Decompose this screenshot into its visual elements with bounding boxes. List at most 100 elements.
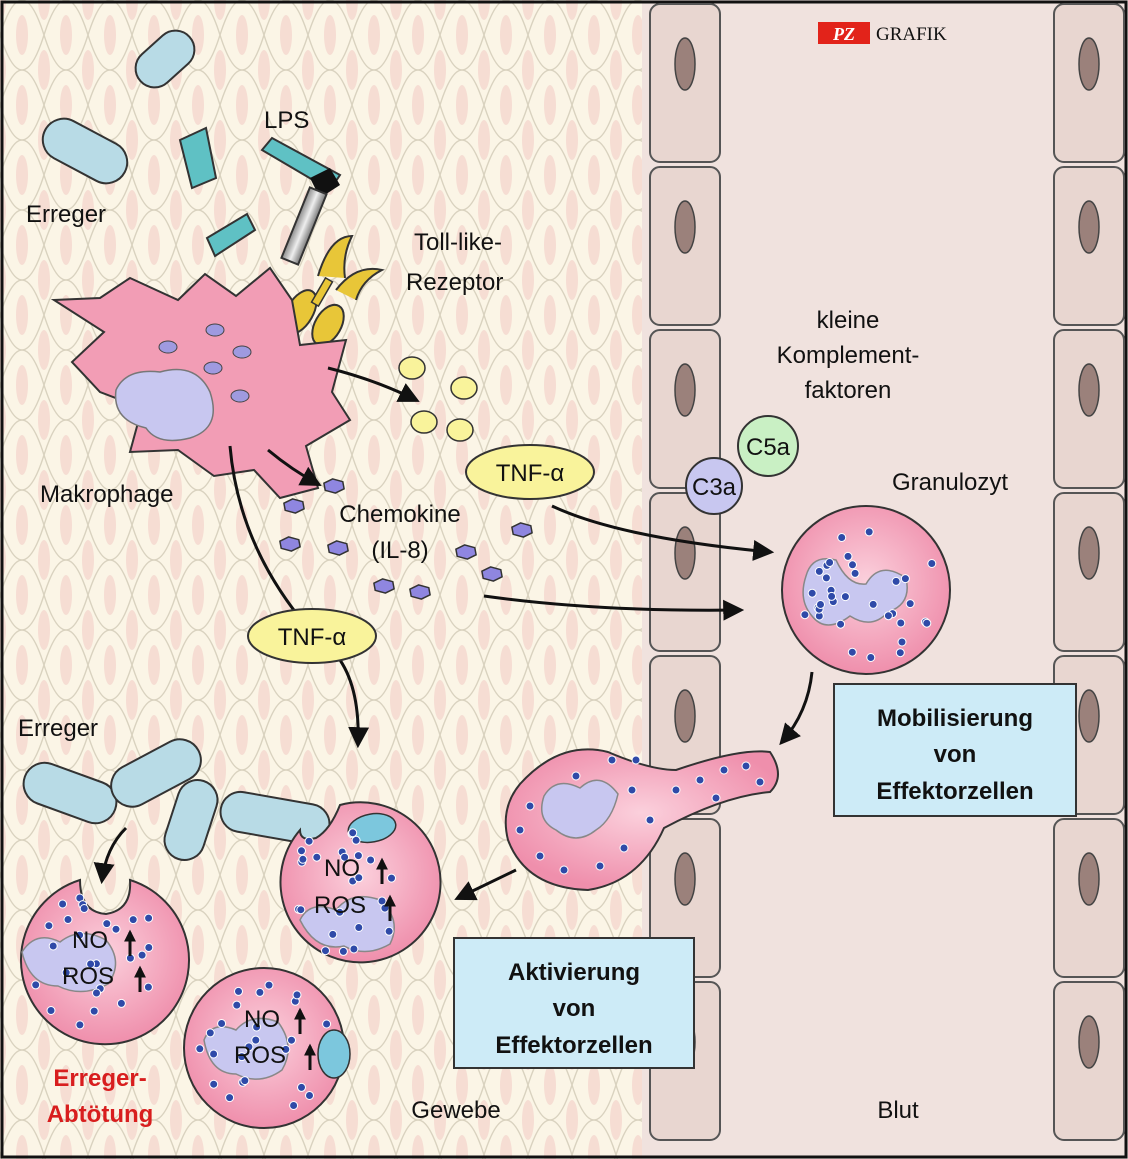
svg-text:von: von — [934, 741, 977, 768]
granule-dot — [711, 793, 721, 803]
granule-dot — [251, 1035, 261, 1045]
arrow-to-chemokine — [267, 448, 322, 486]
complement-c3a: C3a — [685, 457, 743, 515]
granule-dot — [631, 755, 641, 765]
granule-dot — [719, 765, 729, 775]
granule-dot — [559, 865, 569, 875]
granule-dot — [883, 611, 893, 621]
granule-dot — [46, 1006, 56, 1015]
granule-dot — [232, 1000, 242, 1010]
granule-dot — [340, 852, 350, 862]
svg-text:Effektorzellen: Effektorzellen — [495, 1032, 652, 1059]
granule-dot — [800, 610, 810, 620]
granule-dot — [264, 980, 274, 990]
granule-dot — [321, 946, 330, 956]
granule-dot — [354, 923, 364, 932]
granule-dot — [296, 905, 306, 915]
granule-dot — [298, 854, 308, 864]
granule-dot — [868, 599, 878, 609]
granule-dot — [825, 558, 835, 567]
arrow-chemokine-to-granulocyte — [483, 594, 745, 621]
granule-dot — [128, 915, 138, 925]
granule-dot — [240, 1076, 250, 1086]
granule-dot — [58, 899, 68, 909]
granule-dot — [525, 801, 535, 811]
granule-dot — [348, 828, 358, 838]
endothelial-nucleus — [674, 852, 696, 906]
svg-text:ROS: ROS — [314, 892, 366, 919]
granule-dot — [387, 873, 396, 883]
granule-dot — [741, 761, 751, 771]
svg-text:TNF-α: TNF-α — [496, 460, 565, 487]
granule-dot — [92, 988, 101, 998]
granule-dot — [195, 1044, 205, 1054]
granule-dot — [289, 1101, 299, 1110]
granule-dot — [144, 913, 154, 923]
granule-dot — [922, 618, 932, 628]
svg-text:Effektorzellen: Effektorzellen — [876, 778, 1033, 805]
activation-box: Aktivierung von Effektorzellen — [453, 937, 695, 1069]
granule-dot — [807, 588, 817, 598]
granule-dot — [895, 648, 905, 658]
svg-text:Aktivierung: Aktivierung — [508, 959, 640, 986]
granule-dot — [89, 1006, 99, 1016]
granule-dot — [571, 771, 581, 781]
granule-dot — [137, 950, 147, 960]
granule-dot — [281, 1044, 291, 1054]
granule-dot — [335, 907, 345, 917]
arrow-tnf-to-killer — [338, 659, 370, 749]
migrating-granules — [515, 755, 765, 875]
granule-dot — [380, 903, 390, 913]
granule-dot — [847, 647, 857, 657]
svg-text:NO: NO — [72, 927, 108, 954]
label-komplement-line3: faktoren — [805, 377, 892, 404]
granule-dot — [75, 1020, 85, 1030]
granule-dot — [816, 600, 825, 609]
granule-dot — [48, 941, 58, 951]
mobilization-box: Mobilisierung von Effektorzellen — [833, 683, 1077, 817]
endothelial-nucleus — [1078, 363, 1100, 417]
granule-dot — [595, 861, 605, 871]
granule-dot — [535, 851, 545, 861]
granule-dot — [287, 1035, 296, 1045]
granule-dot — [866, 653, 876, 662]
granule-dot — [755, 777, 765, 787]
endothelial-nucleus — [674, 526, 696, 580]
chemokine-hexagon — [481, 566, 503, 582]
granule-dot — [312, 852, 322, 862]
svg-text:NO: NO — [244, 1006, 280, 1033]
chemokine-hexagon — [279, 536, 301, 552]
migrating-granulocyte — [504, 748, 779, 892]
chemokine-hexagon — [283, 498, 305, 514]
tnf-label-upper: TNF-α — [465, 444, 595, 500]
granule-dot — [305, 1091, 314, 1100]
granule-dot — [695, 775, 705, 785]
granule-dot — [234, 986, 243, 996]
endothelial-nucleus — [1078, 37, 1100, 91]
granule-dot — [671, 785, 681, 795]
granule-dot — [31, 980, 41, 990]
label-tlr-line2: Rezeptor — [406, 269, 503, 296]
chemokine-hexagon — [373, 578, 395, 594]
granule-dot — [905, 599, 915, 609]
chemokine-hexagon — [511, 522, 533, 538]
pathogen-group-bottom — [22, 738, 331, 861]
lps-molecule — [260, 136, 342, 266]
svg-text:Mobilisierung: Mobilisierung — [877, 705, 1033, 732]
granule-dot — [252, 1022, 262, 1032]
granule-dot — [836, 619, 846, 629]
label-blut: Blut — [877, 1097, 919, 1124]
label-lps: LPS — [264, 107, 309, 134]
granule-dot — [349, 944, 359, 954]
svg-text:von: von — [553, 995, 596, 1022]
granulocyte-granules — [800, 527, 937, 662]
granule-dot — [111, 924, 121, 934]
arrow-macrophage-to-tnf-lower — [228, 445, 302, 619]
granule-dot — [645, 815, 655, 825]
granule-dot — [354, 873, 364, 883]
granule-dot — [79, 904, 89, 913]
label-granulozyt: Granulozyt — [892, 469, 1008, 496]
granule-dot — [864, 527, 874, 537]
granule-dot — [353, 851, 363, 861]
